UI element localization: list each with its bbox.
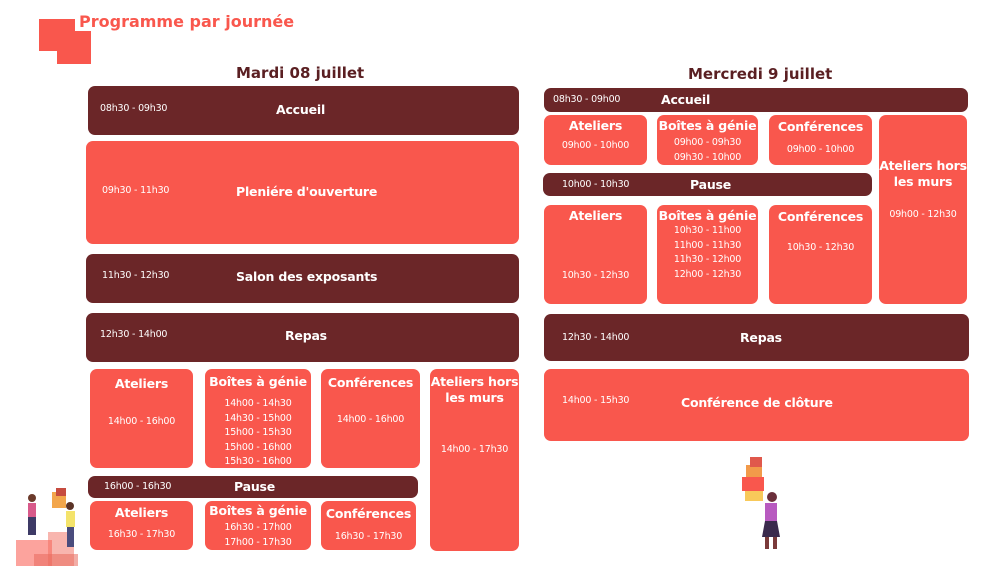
label: Pleniére d'ouverture <box>236 184 378 199</box>
day2-ateliers-2[interactable]: Ateliers 10h30 - 12h30 <box>544 205 647 304</box>
label: Ateliers hors les murs <box>879 158 967 189</box>
time: 12h00 - 12h30 <box>673 268 742 280</box>
label: Conférences <box>327 375 414 390</box>
time: 16h00 - 16h30 <box>104 481 172 492</box>
time: 15h00 - 16h00 <box>224 441 292 453</box>
day1-pause[interactable]: 16h00 - 16h30 Pause <box>88 476 418 498</box>
day2-cloture[interactable]: 14h00 - 15h30 Conférence de clôture <box>544 369 969 441</box>
label: Boîtes à génie <box>209 374 307 389</box>
label: Conférences <box>777 119 864 134</box>
label: Salon des exposants <box>236 269 378 284</box>
day1-repas[interactable]: 12h30 - 14h00 Repas <box>86 313 519 362</box>
day2-accueil[interactable]: 08h30 - 09h00 Accueil <box>544 88 968 112</box>
label: Accueil <box>661 92 711 107</box>
logo <box>39 19 91 64</box>
time: 14h30 - 15h00 <box>224 412 292 424</box>
day1-title: Mardi 08 juillet <box>236 64 365 82</box>
time: 17h00 - 17h30 <box>224 536 292 548</box>
time: 09h30 - 11h30 <box>102 185 170 196</box>
label: Ateliers <box>568 118 623 133</box>
time: 11h00 - 11h30 <box>673 239 742 251</box>
time: 15h00 - 15h30 <box>224 427 292 438</box>
label: Boîtes à génie <box>658 118 757 133</box>
label: Pause <box>234 479 276 494</box>
day1-boites-2[interactable]: Boîtes à génie 16h30 - 17h00 17h00 - 17h… <box>205 501 311 550</box>
day1-pleniere[interactable]: 09h30 - 11h30 Pleniére d'ouverture <box>86 141 519 244</box>
illustration-woman-carrying-boxes <box>742 457 780 549</box>
day1-conferences-1[interactable]: Conférences 14h00 - 16h00 <box>321 369 420 468</box>
day2-ateliers-1[interactable]: Ateliers 09h00 - 10h00 <box>544 115 647 165</box>
day2-pause[interactable]: 10h00 - 10h30 Pause <box>543 173 872 196</box>
label: Boîtes à génie <box>209 503 307 518</box>
label: Pause <box>690 177 732 192</box>
day2-hors-murs[interactable]: Ateliers hors les murs 09h00 - 12h30 <box>879 115 967 304</box>
day1-conferences-2[interactable]: Conférences 16h30 - 17h30 <box>321 501 416 550</box>
label: Accueil <box>276 102 326 117</box>
time: 10h30 - 11h00 <box>673 225 742 236</box>
time: 14h00 - 16h00 <box>336 414 405 425</box>
day1-hors-murs[interactable]: Ateliers hors les murs 14h00 - 17h30 <box>430 369 519 551</box>
page-title: Programme par journée <box>79 12 295 31</box>
time: 12h30 - 14h00 <box>100 329 168 340</box>
label: Repas <box>740 330 782 345</box>
time: 15h30 - 16h00 <box>224 456 292 467</box>
time: 14h00 - 15h30 <box>562 395 630 406</box>
label: Conférence de clôture <box>681 395 833 410</box>
day2-conferences-1[interactable]: Conférences 09h00 - 10h00 <box>769 115 872 165</box>
time: 16h30 - 17h30 <box>107 529 176 540</box>
day2-conferences-2[interactable]: Conférences 10h30 - 12h30 <box>769 205 872 304</box>
day2-boites-2[interactable]: Boîtes à génie 10h30 - 11h00 11h00 - 11h… <box>657 205 758 304</box>
label: Conférences <box>325 506 412 521</box>
time: 14h00 - 14h30 <box>224 398 292 409</box>
time: 09h00 - 10h00 <box>786 144 855 155</box>
time: 16h30 - 17h30 <box>334 531 403 542</box>
time: 09h00 - 12h30 <box>889 209 957 220</box>
time: 08h30 - 09h30 <box>100 103 168 114</box>
day1-accueil[interactable]: 08h30 - 09h30 Accueil <box>88 86 519 135</box>
time: 10h30 - 12h30 <box>561 270 630 281</box>
time: 16h30 - 17h00 <box>224 522 292 533</box>
time: 14h00 - 16h00 <box>107 416 176 427</box>
time: 10h00 - 10h30 <box>562 179 630 190</box>
time-list: 10h30 - 11h00 11h00 - 11h30 11h30 - 12h0… <box>657 224 758 282</box>
label: Ateliers <box>114 505 169 520</box>
day1-ateliers-1[interactable]: Ateliers 14h00 - 16h00 <box>90 369 193 468</box>
label: Ateliers <box>568 208 623 223</box>
label: Ateliers hors les murs <box>430 374 519 405</box>
day2-title: Mercredi 9 juillet <box>688 65 833 83</box>
label: Ateliers <box>114 376 169 391</box>
time: 08h30 - 09h00 <box>553 94 621 105</box>
day2-boites-1[interactable]: Boîtes à génie 09h00 - 09h30 09h30 - 10h… <box>657 115 758 165</box>
label: Conférences <box>777 209 864 224</box>
day1-ateliers-2[interactable]: Ateliers 16h30 - 17h30 <box>90 501 193 550</box>
time: 11h30 - 12h00 <box>673 254 742 265</box>
label: Boîtes à génie <box>658 208 757 223</box>
day2-repas[interactable]: 12h30 - 14h00 Repas <box>544 314 969 361</box>
time: 12h30 - 14h00 <box>562 332 630 343</box>
time: 10h30 - 12h30 <box>786 242 855 253</box>
day1-salon[interactable]: 11h30 - 12h30 Salon des exposants <box>86 254 519 303</box>
time: 11h30 - 12h30 <box>102 270 170 281</box>
day1-boites-1[interactable]: Boîtes à génie 14h00 - 14h30 14h30 - 15h… <box>205 369 311 468</box>
time-list: 14h00 - 14h30 14h30 - 15h00 15h00 - 15h3… <box>205 397 311 470</box>
time-list: 09h00 - 09h30 09h30 - 10h00 <box>657 136 758 165</box>
time: 09h00 - 10h00 <box>561 140 630 151</box>
illustration-people-boxes <box>16 488 78 566</box>
time: 09h30 - 10h00 <box>673 151 742 163</box>
time: 09h00 - 09h30 <box>673 137 742 148</box>
label: Repas <box>285 328 327 343</box>
time-list: 16h30 - 17h00 17h00 - 17h30 <box>205 521 311 550</box>
time: 14h00 - 17h30 <box>440 444 509 455</box>
